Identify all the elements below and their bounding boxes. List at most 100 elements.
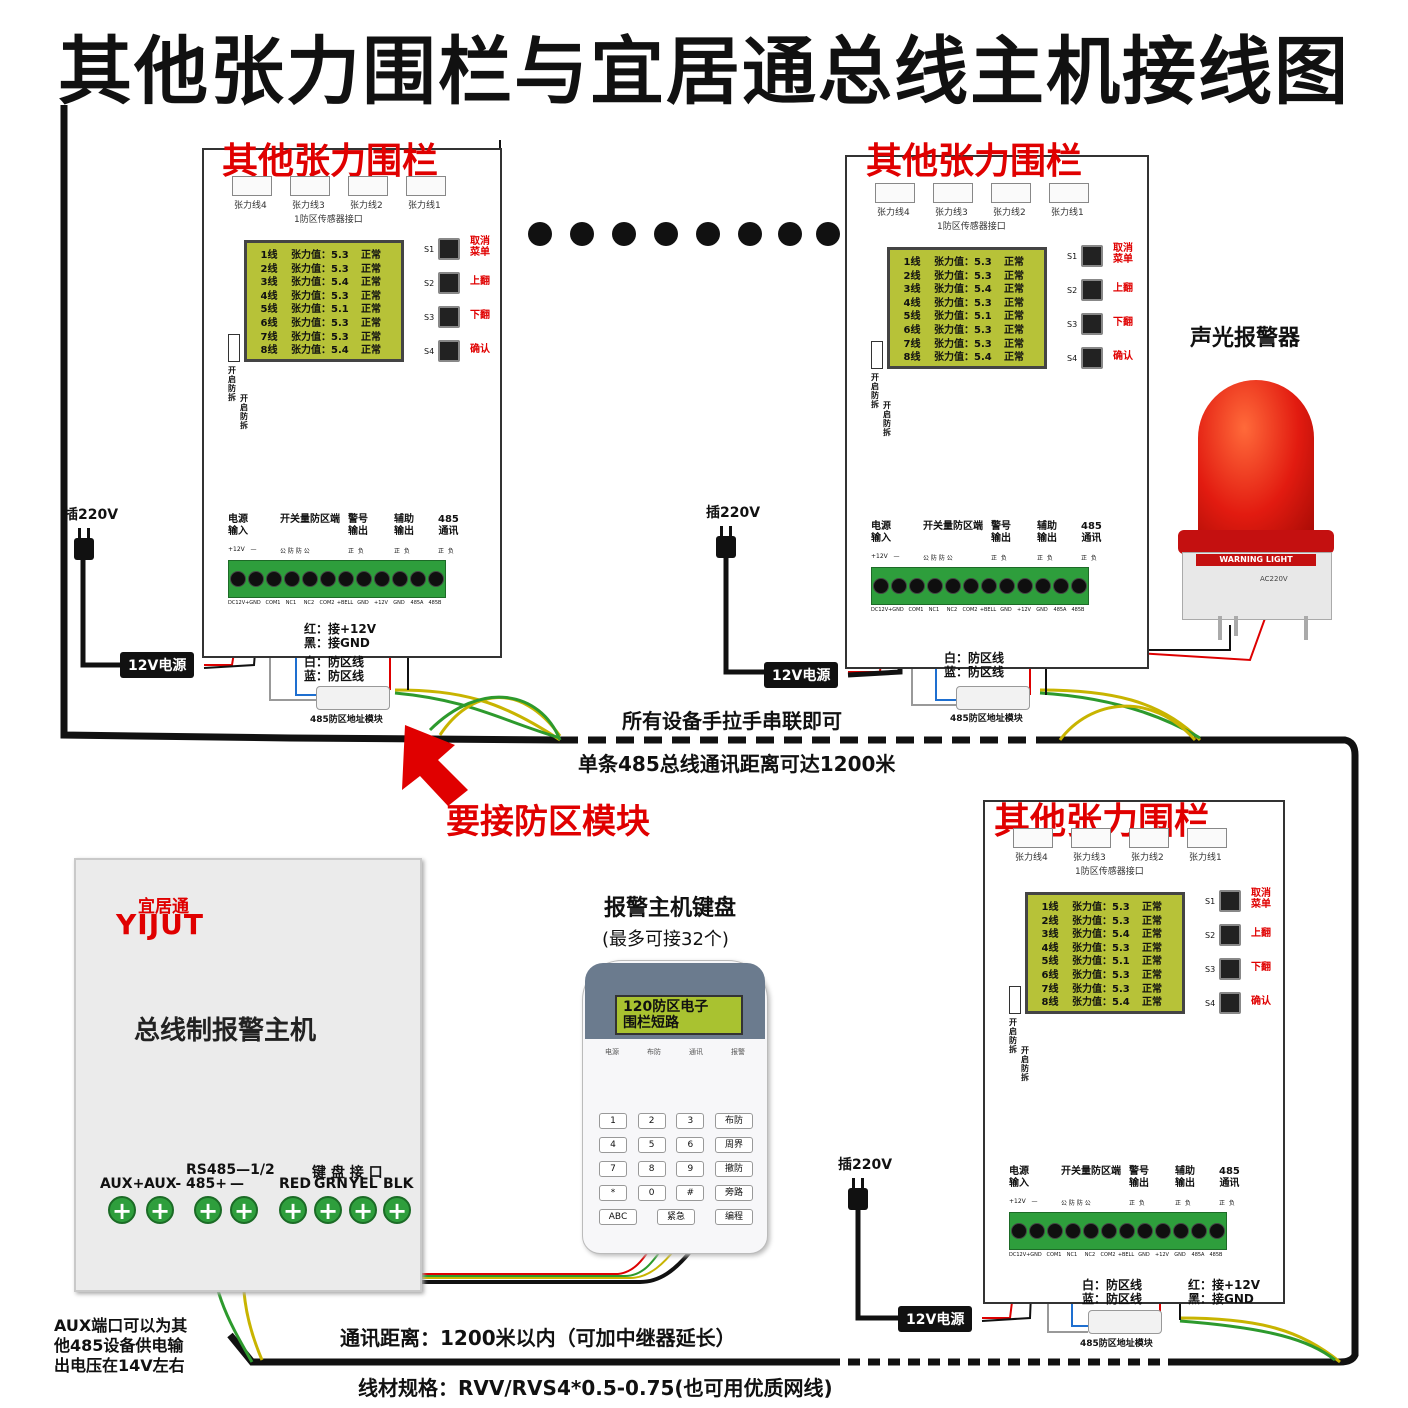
button-s1[interactable] xyxy=(438,238,460,260)
terminal-screw[interactable] xyxy=(1100,1213,1118,1249)
tamper-jumper[interactable] xyxy=(1009,986,1021,1014)
terminal-screw[interactable] xyxy=(1118,1213,1136,1249)
keypad-key[interactable]: 3 xyxy=(676,1113,705,1129)
keypad-key[interactable]: 7 xyxy=(599,1161,627,1177)
terminal-screw[interactable] xyxy=(1052,568,1070,604)
lcd-line: 1线 xyxy=(1041,902,1059,913)
host-terminal-7[interactable]: + xyxy=(349,1196,377,1224)
host-terminal-8[interactable]: + xyxy=(383,1196,411,1224)
button-s2[interactable] xyxy=(438,272,460,294)
keypad-key[interactable]: 0 xyxy=(637,1185,666,1201)
terminal-screw[interactable] xyxy=(1010,1213,1028,1249)
host-terminal-3[interactable]: + xyxy=(194,1196,222,1224)
button-s4[interactable] xyxy=(1081,347,1103,369)
terminal-screw[interactable] xyxy=(1190,1213,1208,1249)
keypad-key[interactable]: 旁路 xyxy=(714,1185,753,1201)
button-s3[interactable] xyxy=(1219,958,1241,980)
terminal-screw[interactable] xyxy=(373,561,391,597)
terminal-screw[interactable] xyxy=(337,561,355,597)
psu-12v: 12V电源 xyxy=(120,652,195,678)
terminal-screw[interactable] xyxy=(872,568,890,604)
keypad-key[interactable]: ABC xyxy=(599,1209,637,1225)
keypad-key[interactable]: 6 xyxy=(676,1137,705,1153)
host-terminal-1[interactable]: + xyxy=(108,1196,136,1224)
lcd-status: 正常 xyxy=(1004,324,1024,336)
host-terminal-5[interactable]: + xyxy=(279,1196,307,1224)
connector-label: 张力线2 xyxy=(350,201,383,211)
button-s3[interactable] xyxy=(1081,313,1103,335)
terminal-screw[interactable] xyxy=(427,561,445,597)
button-s4[interactable] xyxy=(1219,992,1241,1014)
button-s1[interactable] xyxy=(1219,890,1241,912)
lcd-status: 正常 xyxy=(1142,929,1162,941)
terminal-screw[interactable] xyxy=(1154,1213,1172,1249)
tamper-jumper[interactable] xyxy=(871,341,883,369)
terminal-screw[interactable] xyxy=(301,561,319,597)
keypad-key[interactable]: 撤防 xyxy=(714,1161,753,1177)
keypad-key[interactable]: 8 xyxy=(637,1161,666,1177)
keypad-title: 报警主机键盘 xyxy=(604,896,737,921)
terminal-screw[interactable] xyxy=(229,561,247,597)
keypad-key[interactable]: 周界 xyxy=(714,1137,753,1153)
terminal-screw[interactable] xyxy=(998,568,1016,604)
terminal-screw[interactable] xyxy=(1034,568,1052,604)
terminal-screw[interactable] xyxy=(247,561,265,597)
terminal-screw[interactable] xyxy=(1172,1213,1190,1249)
button-s3[interactable] xyxy=(438,306,460,328)
terminal-screw[interactable] xyxy=(283,561,301,597)
terminal-screw[interactable] xyxy=(265,561,283,597)
terminal-screw[interactable] xyxy=(1064,1213,1082,1249)
host-terminal-label: RED xyxy=(279,1176,311,1192)
terminal-screw[interactable] xyxy=(1082,1213,1100,1249)
terminal-screw[interactable] xyxy=(1208,1213,1226,1249)
power-plug xyxy=(716,536,736,558)
host-terminal-4[interactable]: + xyxy=(230,1196,258,1224)
connector-label: 张力线3 xyxy=(292,201,325,211)
terminal-screw[interactable] xyxy=(944,568,962,604)
keypad-key[interactable]: 4 xyxy=(599,1137,627,1153)
keypad-key[interactable]: 5 xyxy=(637,1137,666,1153)
plug-pin xyxy=(78,528,81,538)
keypad-key[interactable]: # xyxy=(676,1185,705,1201)
tamper-jumper[interactable] xyxy=(228,334,240,362)
keypad-key[interactable]: 编程 xyxy=(715,1209,753,1225)
keypad-key[interactable]: * xyxy=(599,1185,627,1201)
button-s1[interactable] xyxy=(1081,245,1103,267)
keypad-key[interactable]: 2 xyxy=(637,1113,666,1129)
connector-4 xyxy=(406,176,446,196)
terminal-screw[interactable] xyxy=(980,568,998,604)
terminal-screw[interactable] xyxy=(409,561,427,597)
terminal-header-sub: 正 负 xyxy=(991,555,1007,562)
keypad-key[interactable]: 紧急 xyxy=(657,1209,695,1225)
button-s2[interactable] xyxy=(1219,924,1241,946)
keypad-key[interactable]: 布防 xyxy=(714,1113,753,1129)
terminal-screw[interactable] xyxy=(319,561,337,597)
terminal-screw[interactable] xyxy=(1136,1213,1154,1249)
keypad-key[interactable]: 9 xyxy=(676,1161,705,1177)
terminal-screw[interactable] xyxy=(1070,568,1088,604)
terminal-screw[interactable] xyxy=(1046,1213,1064,1249)
terminal-screw[interactable] xyxy=(391,561,409,597)
terminal-screw[interactable] xyxy=(1028,1213,1046,1249)
terminal-screw[interactable] xyxy=(1016,568,1034,604)
terminal-screw[interactable] xyxy=(355,561,373,597)
terminal-label: COM2 xyxy=(319,600,335,606)
terminal-screw[interactable] xyxy=(962,568,980,604)
terminal-screw[interactable] xyxy=(890,568,908,604)
button-s4[interactable] xyxy=(438,340,460,362)
keypad-key[interactable]: 1 xyxy=(599,1113,627,1129)
host-terminal-6[interactable]: + xyxy=(314,1196,342,1224)
terminal-screw[interactable] xyxy=(908,568,926,604)
terminal-header-sub: 公 防 防 公 xyxy=(923,555,953,562)
lcd-value: 张力值：5.3 xyxy=(291,290,349,302)
host-terminal-2[interactable]: + xyxy=(146,1196,174,1224)
terminal-screw[interactable] xyxy=(926,568,944,604)
lcd-value: 张力值：5.3 xyxy=(291,331,349,343)
button-s2[interactable] xyxy=(1081,279,1103,301)
